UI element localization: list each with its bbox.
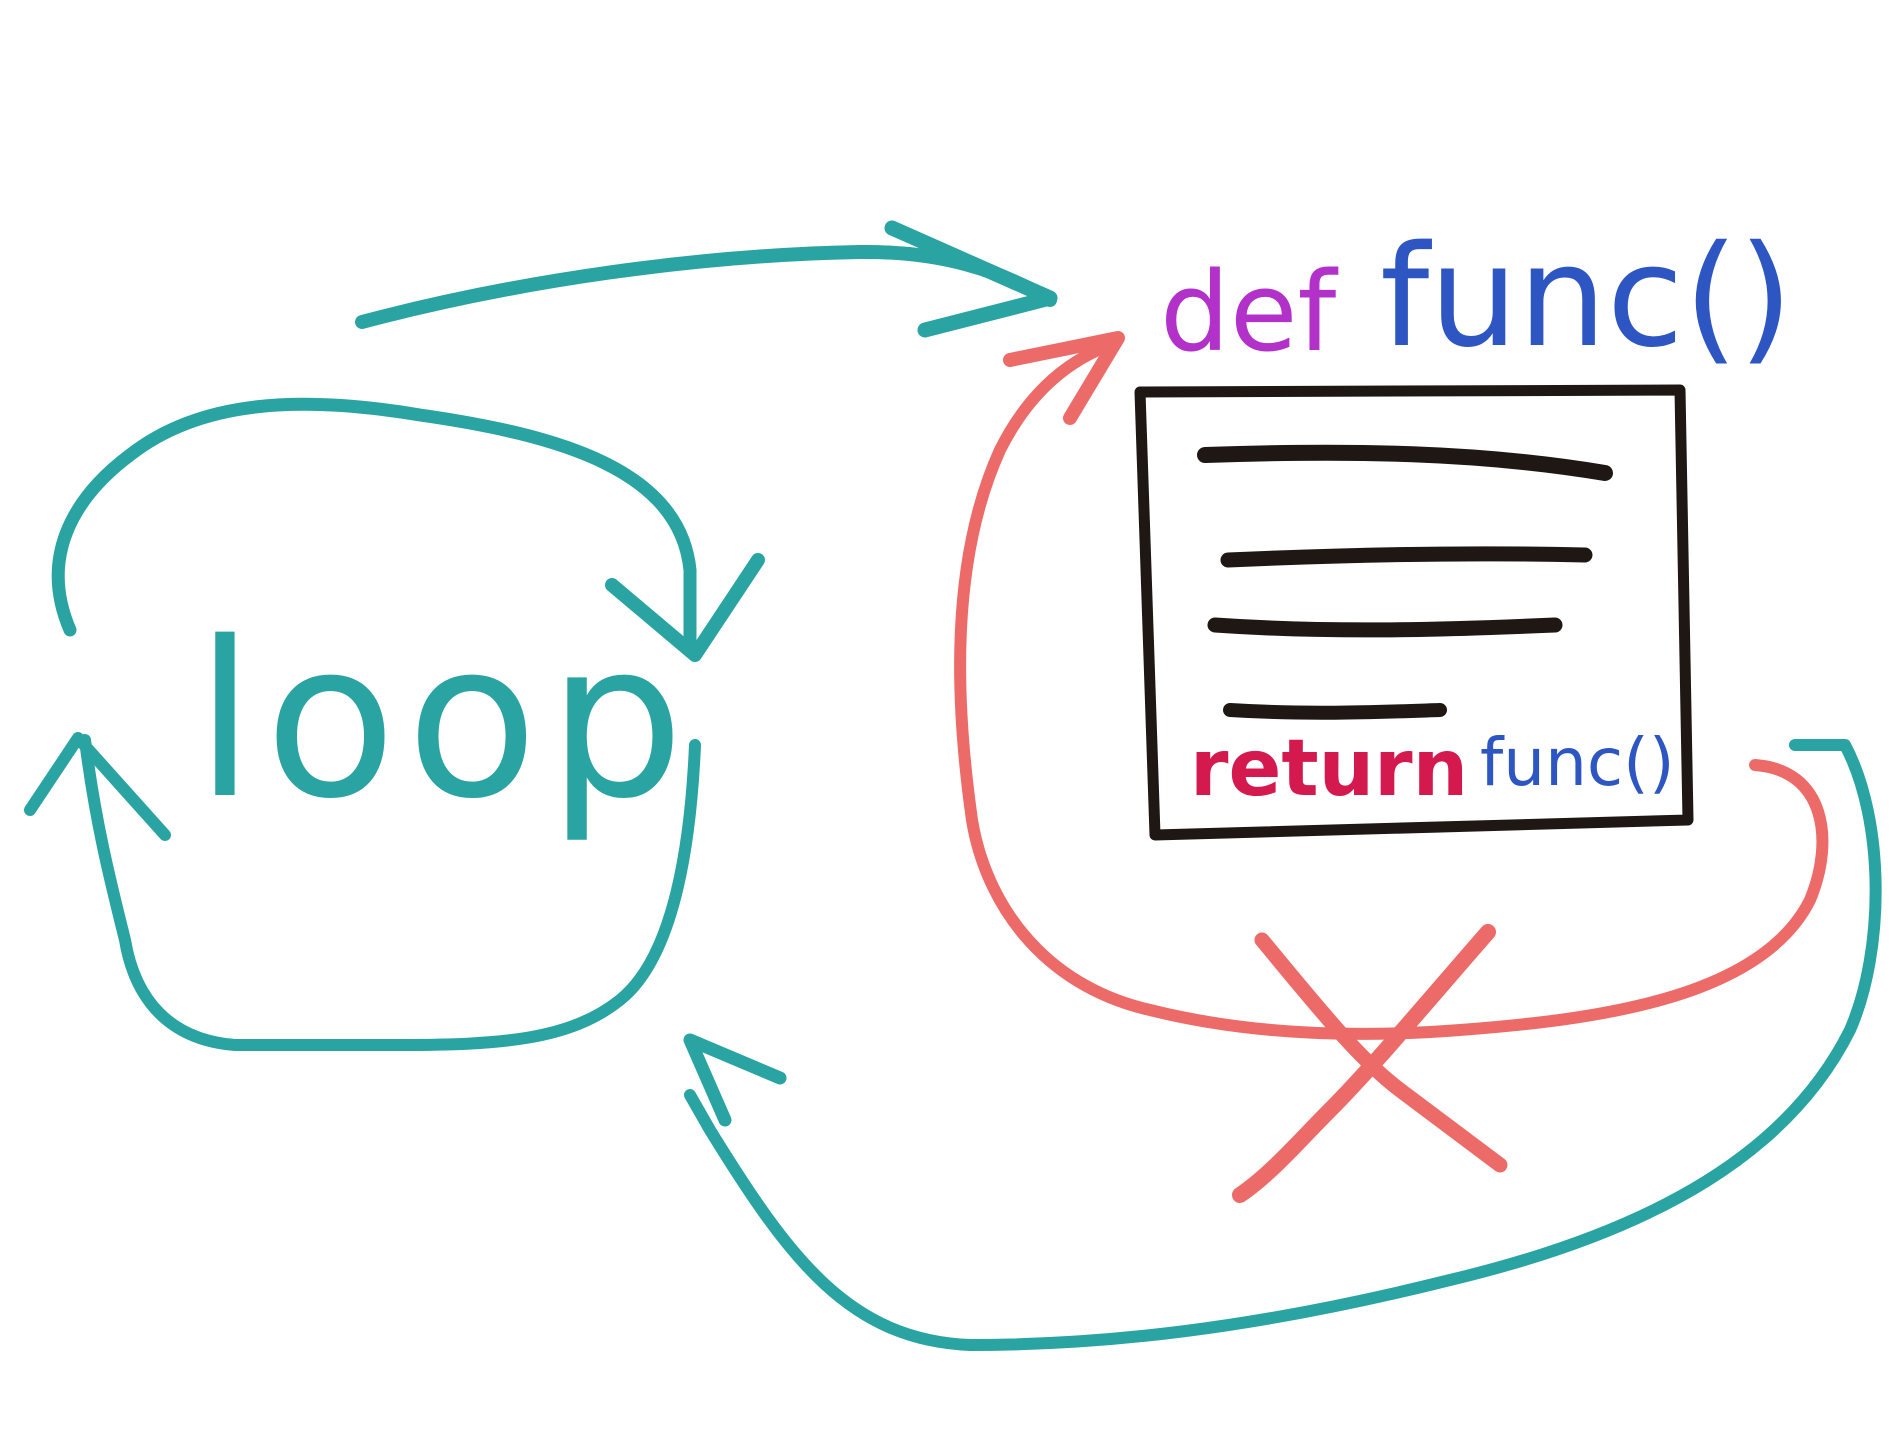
loop-label: loop xyxy=(195,595,694,846)
code-line-2 xyxy=(1220,546,1593,568)
code-line-3 xyxy=(1207,617,1563,638)
return-to-loop-arrow xyxy=(683,739,1882,1351)
def-function-name: func() xyxy=(1380,216,1793,379)
loop-cycle: loop xyxy=(24,397,765,1051)
code-line-1 xyxy=(1197,444,1613,481)
cross-stroke-1 xyxy=(1254,932,1508,1173)
recursion-arrowhead xyxy=(1003,331,1125,425)
call-arrow-shaft xyxy=(355,244,1057,329)
return-keyword: return xyxy=(1190,724,1468,814)
return-arrowhead xyxy=(683,1033,787,1127)
loop-arrowhead-left xyxy=(24,732,171,841)
box-outline xyxy=(1134,384,1694,841)
code-line-4 xyxy=(1223,703,1447,720)
function-body-box: return func() xyxy=(1134,384,1694,841)
return-arrow-curve xyxy=(684,739,1882,1351)
loop-arc-top xyxy=(51,397,697,657)
def-keyword: def xyxy=(1160,248,1339,376)
loop-arrowhead-right xyxy=(605,553,765,662)
loop-arc-bottom xyxy=(79,734,701,1051)
call-arrow xyxy=(355,220,1058,338)
cross-stroke-2 xyxy=(1232,924,1496,1203)
function-definition: def func() xyxy=(1160,216,1793,379)
call-arrowhead xyxy=(884,220,1058,338)
recursion-cycle xyxy=(954,331,1829,1040)
cross-mark-icon xyxy=(1232,924,1508,1203)
recursion-arrow-curve xyxy=(954,339,1829,1040)
return-call: func() xyxy=(1480,724,1675,801)
